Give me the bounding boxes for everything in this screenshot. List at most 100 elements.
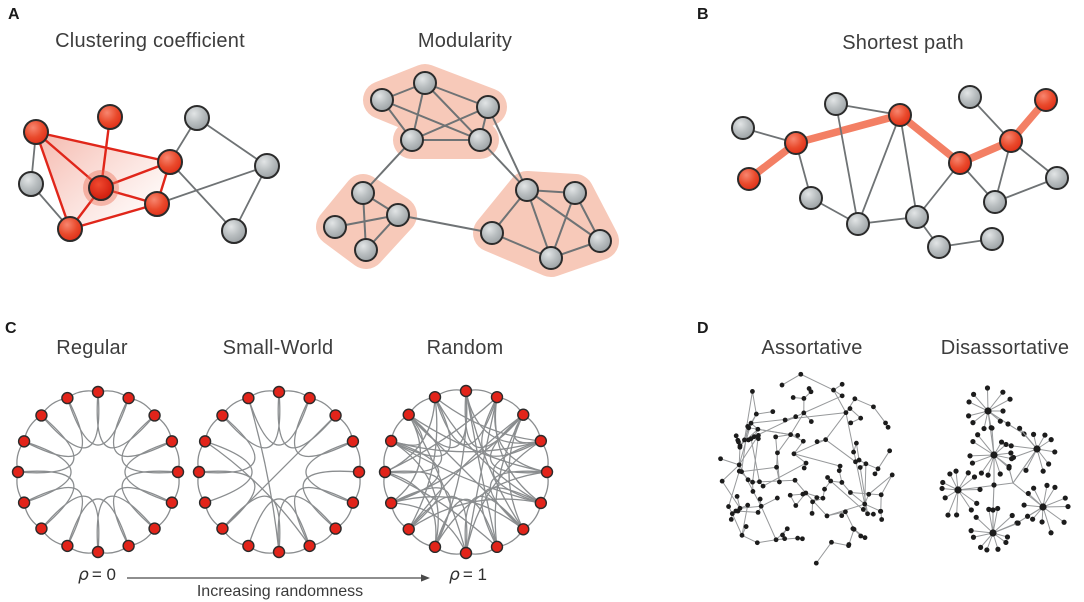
network-edge (972, 441, 995, 456)
leaf-node (1062, 495, 1068, 501)
network-node (905, 205, 929, 229)
network-node (165, 496, 179, 509)
network-edge (465, 397, 498, 554)
leaf-node (1003, 441, 1009, 448)
network-node (476, 95, 500, 119)
network-node (539, 246, 563, 270)
network-edge (494, 397, 542, 504)
network-node (837, 463, 843, 469)
network-edge (508, 414, 524, 530)
network-node (860, 507, 866, 512)
leaf-node (1030, 516, 1036, 522)
network-node (800, 536, 805, 542)
network-edge (397, 214, 493, 234)
clustering-network (18, 104, 280, 244)
leaf-node (1003, 539, 1009, 546)
network-node (18, 171, 44, 197)
network-node (846, 543, 851, 549)
network-edge (957, 489, 972, 511)
network-node (733, 433, 739, 439)
network-edge (384, 470, 443, 530)
network-node (755, 436, 761, 442)
network-edge (302, 470, 360, 530)
network-node (889, 472, 895, 478)
network-edge (805, 492, 824, 499)
network-edge (390, 440, 541, 504)
network-node (798, 371, 804, 377)
network-node (352, 465, 366, 479)
network-node (822, 486, 827, 492)
network-node (795, 433, 801, 438)
network-node (887, 448, 893, 454)
leaf-node (1039, 519, 1045, 525)
network-node (863, 461, 869, 467)
network-node (329, 409, 342, 422)
network-node (737, 167, 761, 191)
network-node (61, 391, 74, 405)
leaf-node (1042, 432, 1048, 438)
network-node (242, 391, 255, 405)
leaf-node (939, 485, 945, 492)
network-node (750, 489, 756, 494)
network-edge (970, 530, 994, 534)
network-edge (849, 492, 866, 505)
leaf-node (968, 528, 974, 534)
network-node (870, 511, 876, 517)
network-edge (390, 414, 423, 446)
network-edge (247, 498, 311, 547)
network-node (795, 535, 801, 541)
assortative-title: Assortative (761, 337, 863, 359)
relay-node (991, 482, 997, 488)
network-node (828, 478, 834, 484)
network-node (303, 391, 316, 405)
rho-zero-label: ρ= 0 (78, 565, 116, 585)
network-edge (384, 471, 437, 547)
network-node (824, 513, 830, 519)
network-node (490, 540, 504, 554)
network-edge (23, 486, 84, 547)
network-edge (988, 508, 994, 534)
network-node (57, 216, 83, 242)
network-node (144, 191, 170, 217)
network-edge (752, 434, 759, 483)
network-node (192, 465, 206, 479)
network-edge (305, 440, 354, 504)
network-edge (293, 486, 354, 547)
network-edge (987, 398, 1011, 412)
leaf-node (1009, 512, 1015, 519)
leaf-node (965, 470, 971, 476)
leaf-node (984, 547, 990, 553)
network-node (858, 415, 864, 421)
leaf-node (970, 420, 976, 426)
network-edge (739, 505, 762, 509)
network-node (755, 509, 761, 515)
network-edge (775, 434, 792, 438)
network-edge (198, 470, 256, 530)
network-node (517, 408, 530, 421)
hub-node (954, 486, 962, 494)
network-edge (803, 395, 843, 414)
network-edge (743, 390, 753, 441)
network-node (790, 395, 796, 400)
network-node (165, 435, 179, 448)
network-node (773, 537, 779, 543)
network-node (825, 475, 830, 480)
network-node (770, 409, 776, 415)
network-edge (384, 471, 498, 548)
network-edge (408, 414, 548, 473)
network-node (35, 522, 48, 535)
network-node (843, 509, 848, 515)
network-node (791, 451, 797, 457)
network-edge (494, 397, 548, 473)
leaf-node (998, 439, 1005, 445)
network-edge (40, 495, 100, 553)
network-node (883, 420, 888, 426)
network-edge (738, 434, 759, 466)
hub-node (989, 529, 997, 537)
network-edge (526, 189, 601, 242)
network-node (800, 438, 806, 444)
network-node (801, 465, 807, 471)
leaf-node (947, 471, 953, 477)
network-edge (957, 488, 981, 491)
network-edge (492, 440, 542, 504)
